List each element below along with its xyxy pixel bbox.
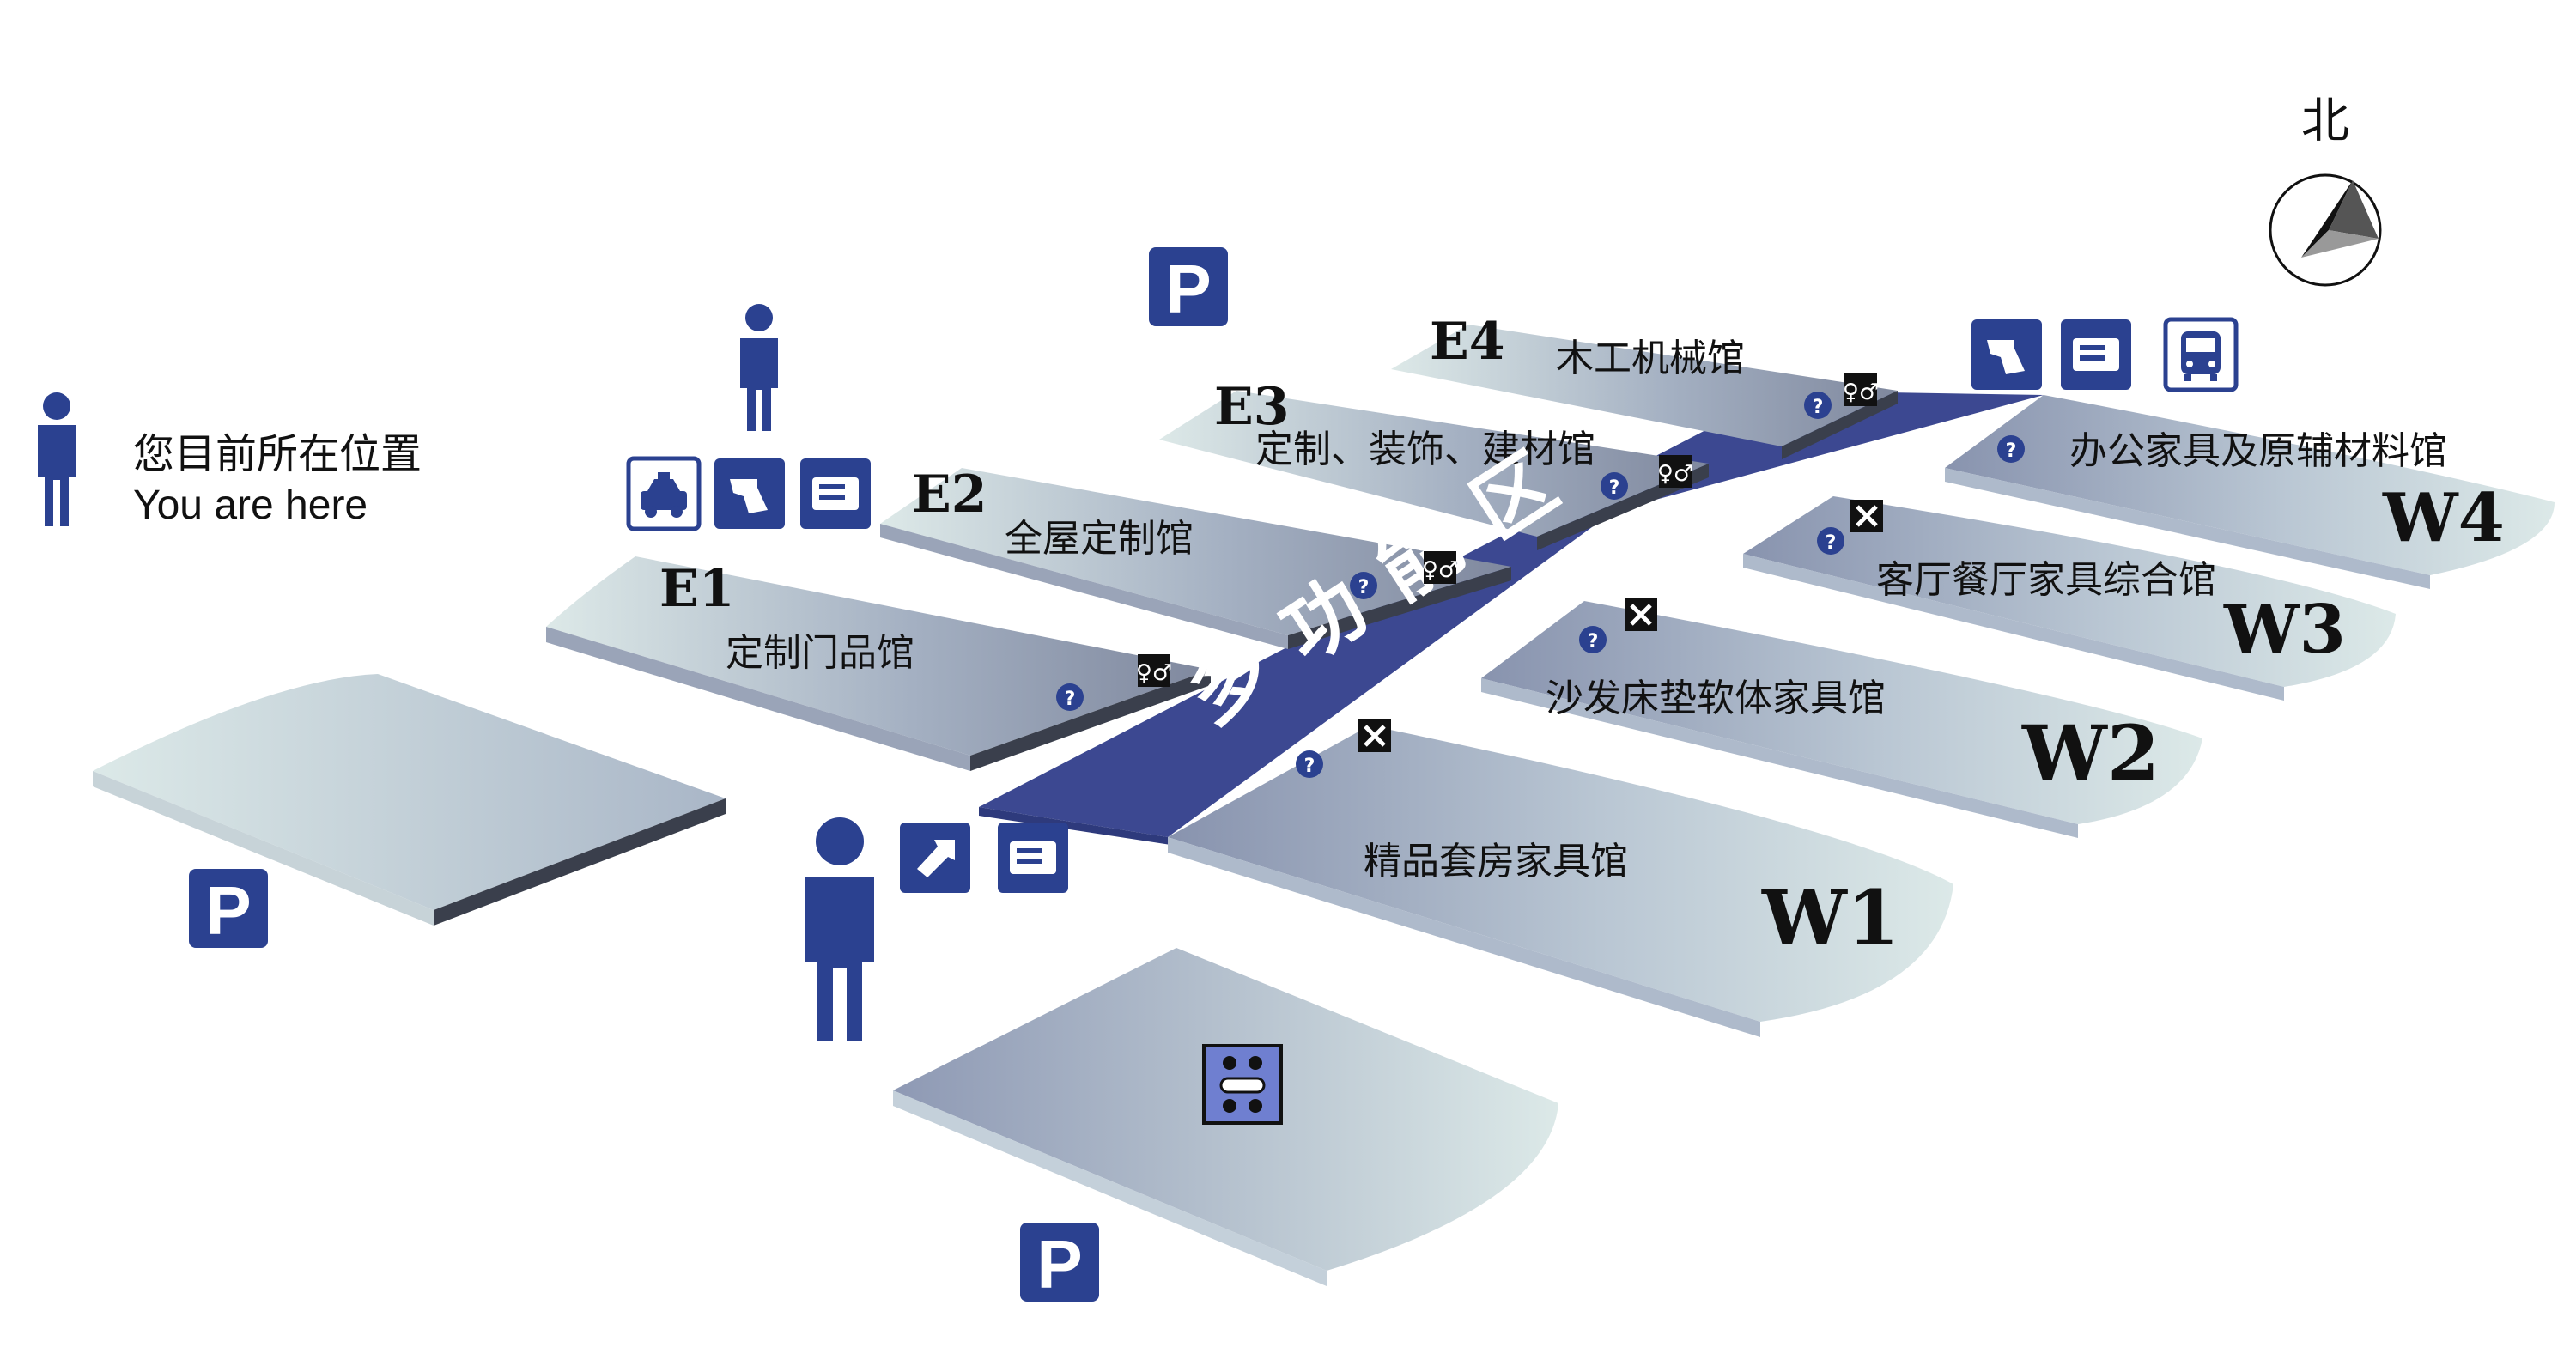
hall-code-e2: E2 (912, 464, 987, 525)
hall-name-w1: 精品套房家具馆 (1364, 840, 1628, 883)
legend-title-zh: 您目前所在位置 (133, 430, 422, 478)
you-are-here-legend-icon (38, 392, 76, 526)
parking-lot-west (93, 674, 726, 926)
information-icon: ? (1817, 527, 1844, 555)
restroom-icon: ♀♂ (1136, 654, 1172, 687)
information-icon: ? (1997, 435, 2025, 463)
parking-sign: P (1149, 247, 1228, 327)
compass-icon (2269, 173, 2382, 287)
bus-icon (2163, 317, 2239, 392)
meeting-room-icon (1202, 1044, 1283, 1125)
hall-code-w4: W4 (2382, 479, 2505, 557)
svg-text:P: P (1165, 251, 1211, 327)
information-icon: ? (1579, 626, 1607, 653)
restroom-icon: ♀♂ (1422, 551, 1458, 584)
hall-name-w4: 办公家具及原辅材料馆 (2069, 429, 2447, 473)
hall-code-w2: W2 (2021, 708, 2160, 798)
svg-text:?: ? (1588, 631, 1599, 653)
svg-text:?: ? (1358, 577, 1370, 598)
parking-sign: P (1020, 1223, 1099, 1302)
information-icon: ? (1056, 683, 1084, 711)
svg-text:?: ? (1813, 397, 1824, 418)
you-are-here-person-icon (740, 304, 778, 431)
hall-name-w3: 客厅餐厅家具综合馆 (1876, 558, 2216, 602)
svg-text:♀♂: ♀♂ (1422, 557, 1458, 583)
ticket-icon (998, 823, 1068, 893)
svg-text:P: P (1036, 1226, 1082, 1302)
restaurant-icon (1850, 500, 1883, 532)
svg-text:♀♂: ♀♂ (1136, 660, 1172, 686)
restaurant-icon (1625, 598, 1657, 631)
hall-w1-block (1168, 725, 1953, 1037)
information-icon: ? (1350, 572, 1377, 599)
parking-sign: P (189, 869, 268, 949)
hall-w3-block (1743, 496, 2396, 701)
svg-text:?: ? (1065, 689, 1076, 710)
entrance-icon (714, 458, 785, 529)
hall-name-e1: 定制门品馆 (726, 631, 914, 675)
information-icon: ? (1296, 750, 1323, 778)
svg-text:?: ? (2006, 440, 2017, 462)
svg-text:♀♂: ♀♂ (1843, 379, 1879, 405)
svg-text:?: ? (1609, 477, 1620, 499)
hall-w2-block (1481, 601, 2202, 838)
entrance-icon (900, 823, 970, 893)
hall-code-w1: W1 (1761, 873, 1899, 962)
hall-code-e3: E3 (1214, 377, 1289, 437)
svg-text:P: P (205, 872, 251, 949)
north-label: 北 (2301, 94, 2349, 149)
information-icon: ? (1601, 472, 1628, 500)
ticket-icon (800, 458, 871, 529)
svg-text:?: ? (1304, 756, 1315, 777)
hall-e4-block (1391, 325, 1898, 459)
entrance-icon (1971, 319, 2042, 390)
multifunction-corridor (979, 391, 2044, 846)
svg-text:♀♂: ♀♂ (1657, 461, 1693, 487)
information-icon: ? (1804, 392, 1832, 419)
restroom-icon: ♀♂ (1657, 455, 1693, 488)
taxi-icon (626, 456, 702, 531)
hall-code-e4: E4 (1430, 312, 1504, 372)
svg-text:?: ? (1826, 532, 1837, 554)
you-are-here-person-icon (805, 817, 874, 1041)
restroom-icon: ♀♂ (1843, 373, 1879, 406)
hall-name-e4: 木工机械馆 (1556, 337, 1745, 380)
hall-name-e2: 全屋定制馆 (1005, 517, 1194, 561)
ticket-icon (2061, 319, 2131, 390)
legend-title-en: You are here (133, 483, 368, 528)
hall-w4-block (1945, 395, 2555, 589)
hall-code-e1: E1 (659, 559, 734, 619)
hall-e1-block (546, 556, 1211, 771)
restaurant-icon (1358, 719, 1391, 752)
hall-name-w2: 沙发床垫软体家具馆 (1546, 677, 1886, 720)
hall-name-e3: 定制、装饰、建材馆 (1255, 428, 1595, 471)
hall-code-w3: W3 (2223, 591, 2346, 669)
